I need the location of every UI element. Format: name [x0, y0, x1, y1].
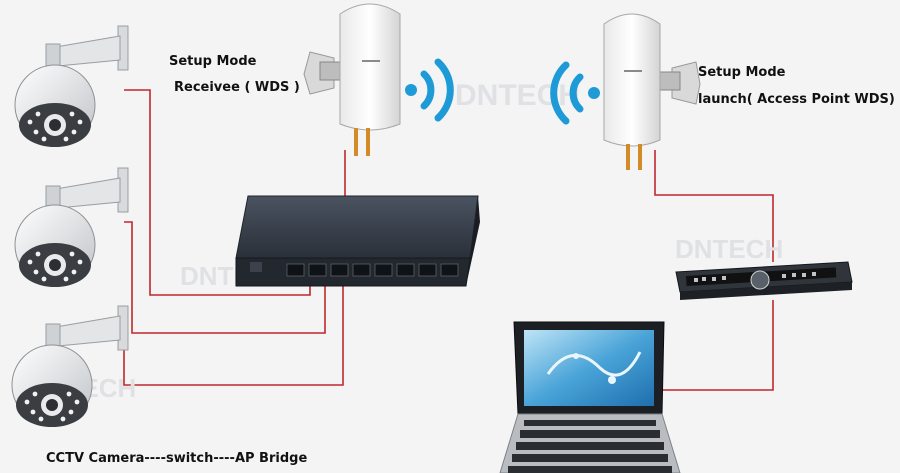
cables: [123, 89, 774, 391]
cctv-camera-3: [11, 305, 129, 427]
cable-ap-launcher-nvr: [654, 150, 774, 262]
receiver-mode-label: Receivee ( WDS ): [174, 80, 300, 95]
laptop: [499, 321, 681, 473]
cable-camera3-switch: [123, 277, 344, 386]
watermark-text: DNTECH: [455, 79, 580, 112]
wifi-signal-right-icon: [405, 58, 454, 122]
launcher-mode-label: launch( Access Point WDS): [698, 92, 895, 107]
cctv-camera-2: [14, 167, 129, 287]
ap-receiver: [303, 3, 401, 156]
wifi-signal-left-icon: [550, 61, 600, 125]
watermark-text: DNTECH: [675, 234, 783, 264]
cable-camera2-switch: [124, 221, 326, 334]
cable-camera1-switch: [124, 89, 311, 296]
ap-launcher: [603, 13, 701, 170]
cctv-camera-1: [14, 25, 129, 147]
network-switch: [235, 195, 480, 287]
nvr-recorder: [675, 261, 853, 300]
cable-nvr-laptop: [662, 300, 774, 391]
receiver-setup-title: Setup Mode: [169, 54, 257, 69]
diagram-caption: CCTV Camera----switch----AP Bridge: [46, 451, 308, 466]
launcher-setup-title: Setup Mode: [698, 65, 786, 80]
